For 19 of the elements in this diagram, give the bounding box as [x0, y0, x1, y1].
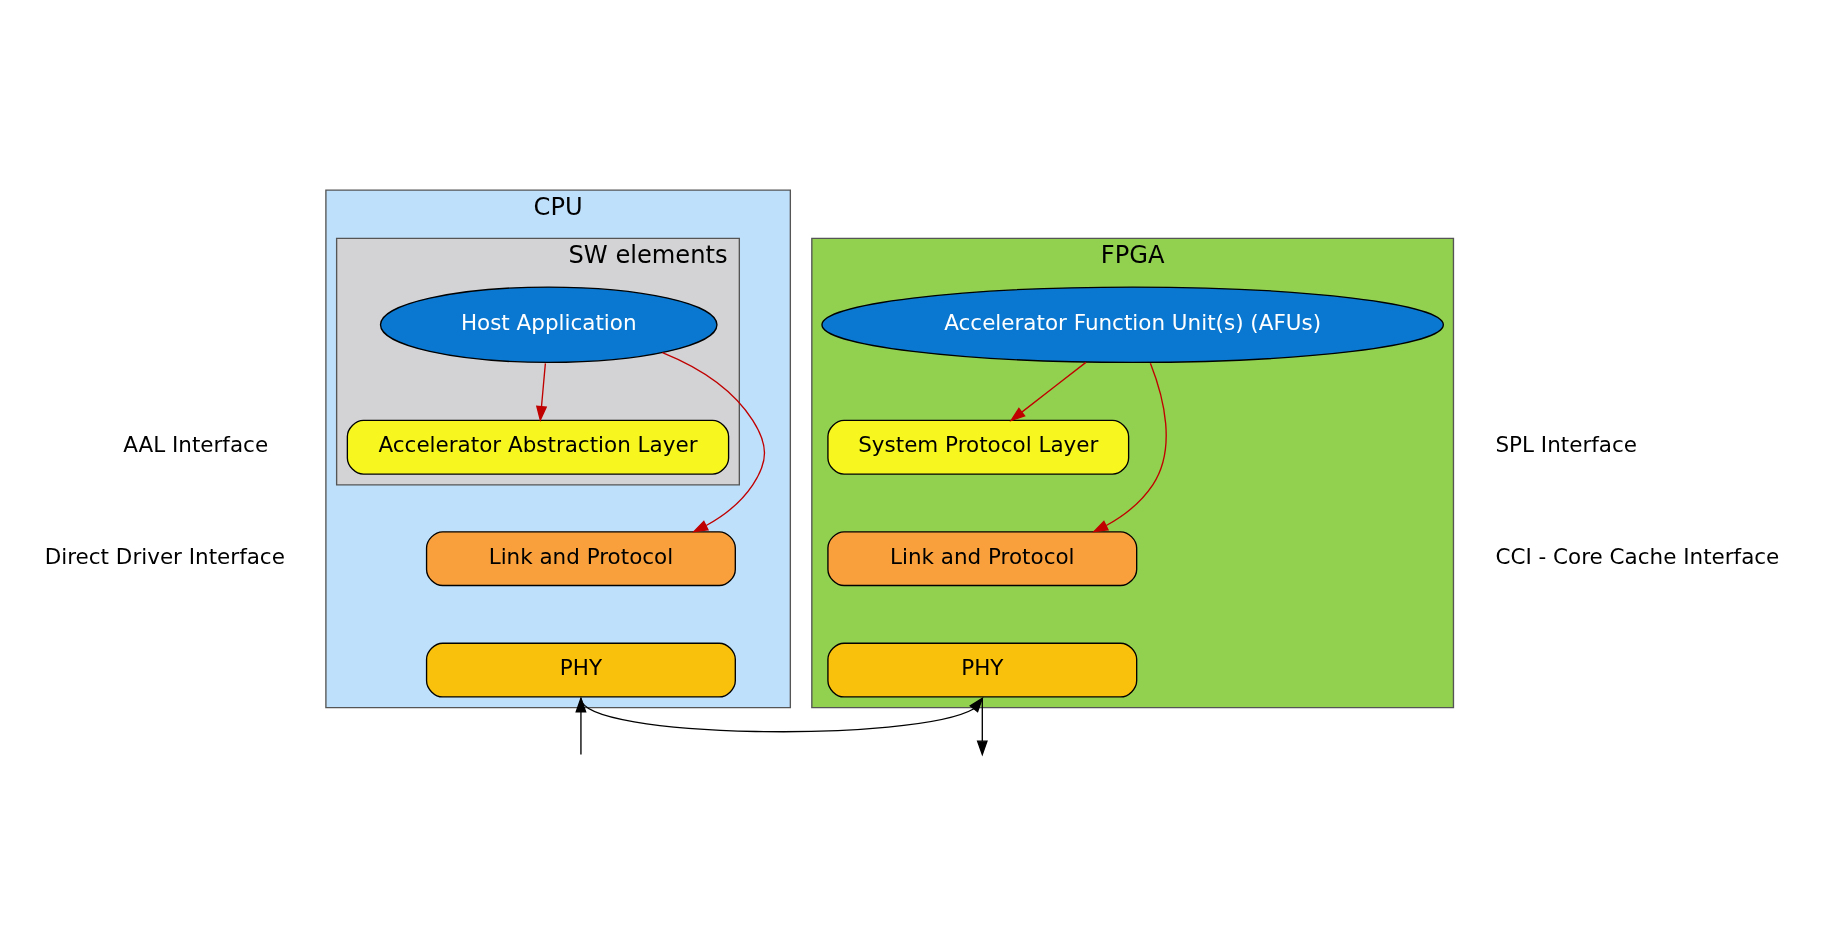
arrow: [969, 696, 988, 757]
arrow: [1009, 361, 1087, 422]
node-box: PHY: [425, 642, 736, 698]
arrow: [535, 362, 548, 422]
node-box: PHY: [827, 642, 1138, 698]
arrow: [1092, 362, 1167, 533]
node-box: Link and Protocol: [425, 530, 736, 586]
label: Direct Driver Interface: [44, 543, 285, 569]
node-box: Link and Protocol: [827, 530, 1138, 586]
node-box: System Protocol Layer: [827, 419, 1130, 475]
arrow: [575, 695, 984, 732]
label: AAL Interface: [123, 431, 269, 457]
arrow: [575, 695, 587, 755]
node-box: Accelerator Abstraction Layer: [346, 419, 730, 475]
arrow: [661, 351, 766, 533]
node-ellipse: Host Application: [379, 285, 718, 363]
node-ellipse: Accelerator Function Unit(s) (AFUs): [821, 285, 1444, 363]
label: CCI - Core Cache Interface: [1495, 543, 1780, 569]
label: SPL Interface: [1495, 431, 1637, 457]
